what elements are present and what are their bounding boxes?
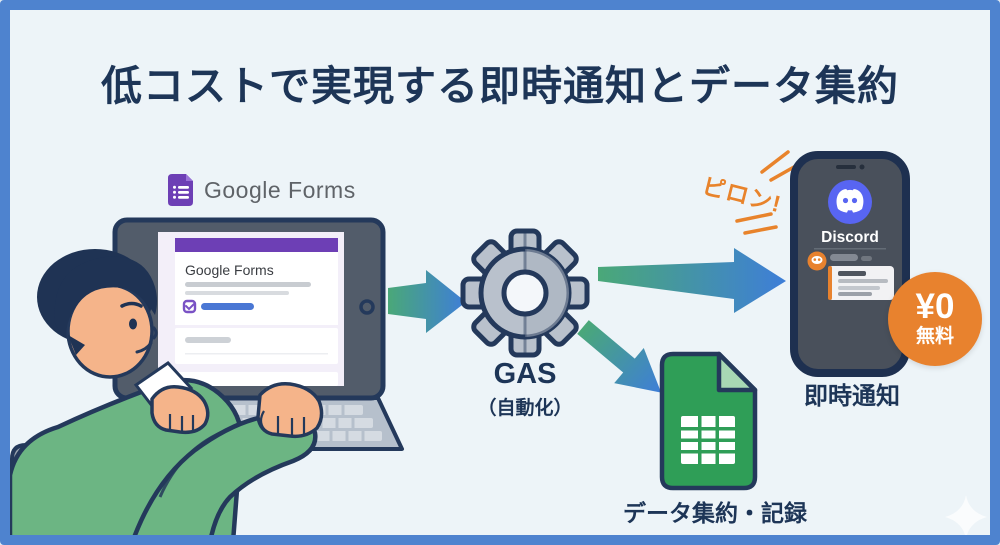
person-hands [150,381,324,439]
gas-sublabel: （自動化） [477,398,573,420]
phone-frame [790,151,910,377]
form-screen-title: Google Forms [185,262,274,278]
person-head [37,249,158,379]
free-badge-price: ¥0 [915,287,955,327]
sheets-grid [681,416,735,464]
notification-sound-text: ピロン! [699,172,785,218]
eye [129,318,137,330]
arrow-gas-to-discord-icon [598,248,786,313]
sparkle-icon [945,495,987,535]
page-title: 低コストで実現する即時通知とデータ集約 [101,63,899,109]
gas-label: GAS [493,358,557,390]
free-badge: ¥0 無料 [888,272,982,366]
phone-illustration: Discord [790,151,910,377]
google-sheets-icon [659,351,758,491]
form-card [175,251,338,325]
discord-icon [828,180,872,224]
google-forms-logo-label: Google Forms [204,176,356,203]
gear-icon [460,228,590,358]
data-aggregation-caption: データ集約・記録 [623,500,807,526]
shirt-collar [133,361,194,414]
form-answer-line [201,303,254,310]
google-forms-icon [168,174,193,206]
person-illustration [10,249,324,535]
camera-icon [359,299,375,315]
discord-app-name: Discord [821,229,879,246]
gas-label-group: GAS （自動化） [445,359,605,420]
instant-notification-caption: 即時通知 [804,383,900,410]
google-forms-logo: Google Forms [167,172,356,208]
form-header-bar [175,238,338,252]
form-card [175,372,338,386]
checkbox-icon [182,299,197,314]
free-badge-label: 無料 [915,326,954,348]
discord-notification [807,251,894,300]
